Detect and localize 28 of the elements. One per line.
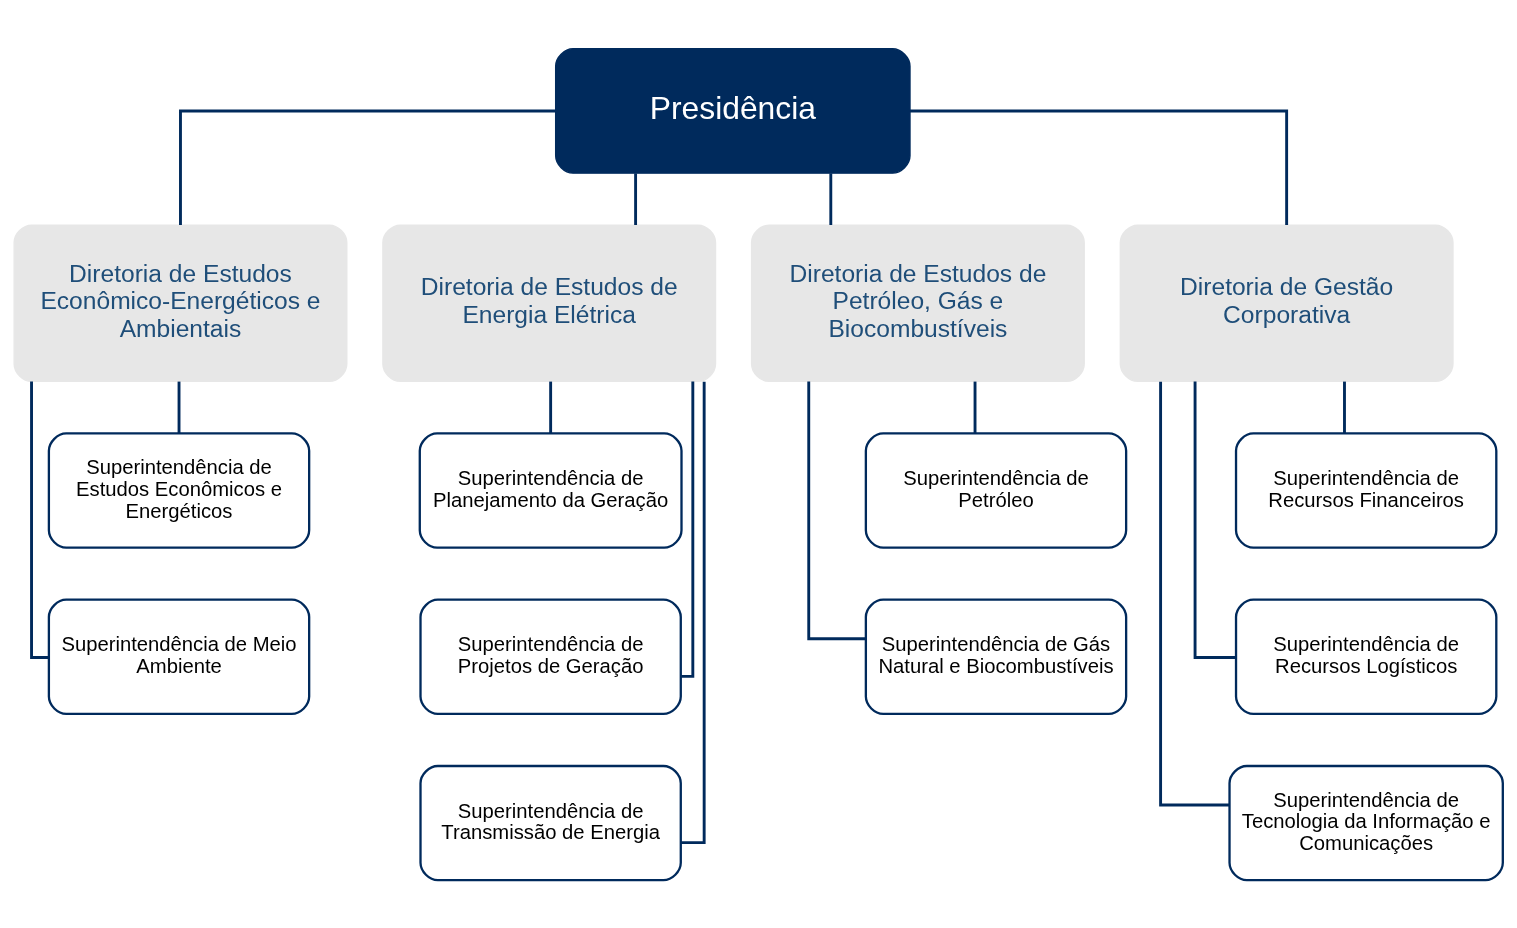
connector	[1193, 380, 1236, 659]
connector	[909, 109, 1289, 225]
node-box: Superintendência de Transmissão de Energia	[419, 764, 682, 881]
connector	[807, 381, 866, 640]
connector	[549, 381, 553, 433]
connector	[1159, 381, 1230, 806]
connector	[30, 380, 49, 659]
node-box: Presidência	[554, 47, 911, 174]
node-box: Superintendência de Gás Natural e Biocombustíveis	[864, 598, 1128, 715]
node-box: Diretoria de Estudos de Petróleo, Gás e Biocombustíveis	[750, 223, 1085, 382]
node-box: Superintendência de Recursos Financeiros	[1234, 431, 1498, 549]
node-box: Diretoria de Gestão Corporativa	[1119, 223, 1454, 382]
node-box: Superintendência de Planejamento da Geração	[418, 431, 683, 549]
node-box: Superintendência de Projetos de Geração	[419, 598, 682, 715]
connector	[177, 381, 181, 433]
connector	[634, 172, 638, 225]
connector	[179, 109, 556, 225]
connector	[973, 381, 977, 433]
node-box: Superintendência de Recursos Logísticos	[1234, 598, 1498, 715]
connector	[829, 172, 833, 225]
node-box: Superintendência de Meio Ambiente	[47, 598, 311, 715]
node-box: Diretoria de Estudos Econômico-Energéticos e Ambientais	[13, 223, 348, 382]
node-box: Superintendência de Tecnologia da Informação e Comunicações	[1228, 764, 1504, 881]
connector	[681, 381, 695, 678]
node-box: Superintendência de Petróleo	[864, 431, 1128, 549]
connector	[1343, 381, 1346, 433]
node-box: Diretoria de Estudos de Energia Elétrica	[382, 223, 717, 382]
node-box: Superintendência de Estudos Econômicos e Energéticos	[47, 431, 311, 549]
